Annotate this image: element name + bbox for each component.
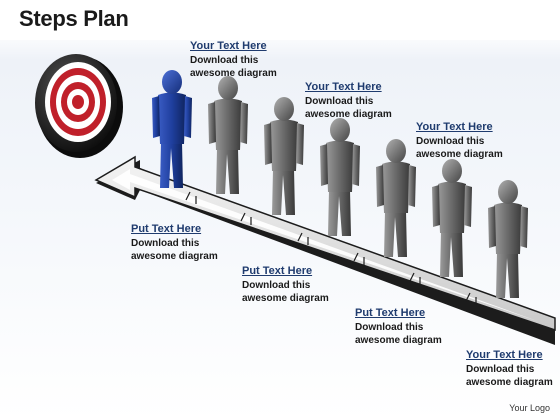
step-figure bbox=[208, 76, 248, 194]
step-figure bbox=[320, 118, 360, 236]
callout-3: Your Text Here Download this awesome dia… bbox=[305, 81, 400, 121]
callout-heading: Put Text Here bbox=[355, 307, 426, 319]
callout-6: Put Text Here Download this awesome diag… bbox=[355, 307, 450, 347]
step-figure bbox=[264, 97, 304, 215]
callout-heading: Your Text Here bbox=[466, 349, 543, 361]
callout-heading: Your Text Here bbox=[190, 40, 267, 52]
step-figure bbox=[432, 159, 472, 277]
callout-7: Your Text Here Download this awesome dia… bbox=[466, 349, 560, 389]
callout-body: Download this awesome diagram bbox=[466, 364, 553, 388]
arrow-icon bbox=[94, 155, 556, 345]
callout-heading: Put Text Here bbox=[131, 223, 202, 235]
callout-5: Your Text Here Download this awesome dia… bbox=[416, 121, 511, 161]
slide-title: Steps Plan bbox=[19, 6, 129, 31]
callout-body: Download this awesome diagram bbox=[355, 322, 442, 346]
footer-logo: Your Logo bbox=[509, 403, 550, 413]
callout-body: Download this awesome diagram bbox=[131, 238, 218, 262]
callout-1: Your Text Here Download this awesome dia… bbox=[190, 40, 285, 80]
title-bar bbox=[0, 0, 560, 40]
callout-body: Download this awesome diagram bbox=[190, 55, 277, 79]
callout-heading: Put Text Here bbox=[242, 265, 313, 277]
callout-body: Download this awesome diagram bbox=[242, 280, 329, 304]
callout-body: Download this awesome diagram bbox=[305, 96, 392, 120]
callout-2: Put Text Here Download this awesome diag… bbox=[131, 223, 226, 263]
callout-heading: Your Text Here bbox=[416, 121, 493, 133]
leader-figure bbox=[152, 70, 192, 188]
step-figure bbox=[376, 139, 416, 257]
callout-heading: Your Text Here bbox=[305, 81, 382, 93]
target-icon bbox=[35, 54, 123, 158]
callout-4: Put Text Here Download this awesome diag… bbox=[242, 265, 337, 305]
step-figure bbox=[488, 180, 528, 298]
callout-body: Download this awesome diagram bbox=[416, 136, 503, 160]
